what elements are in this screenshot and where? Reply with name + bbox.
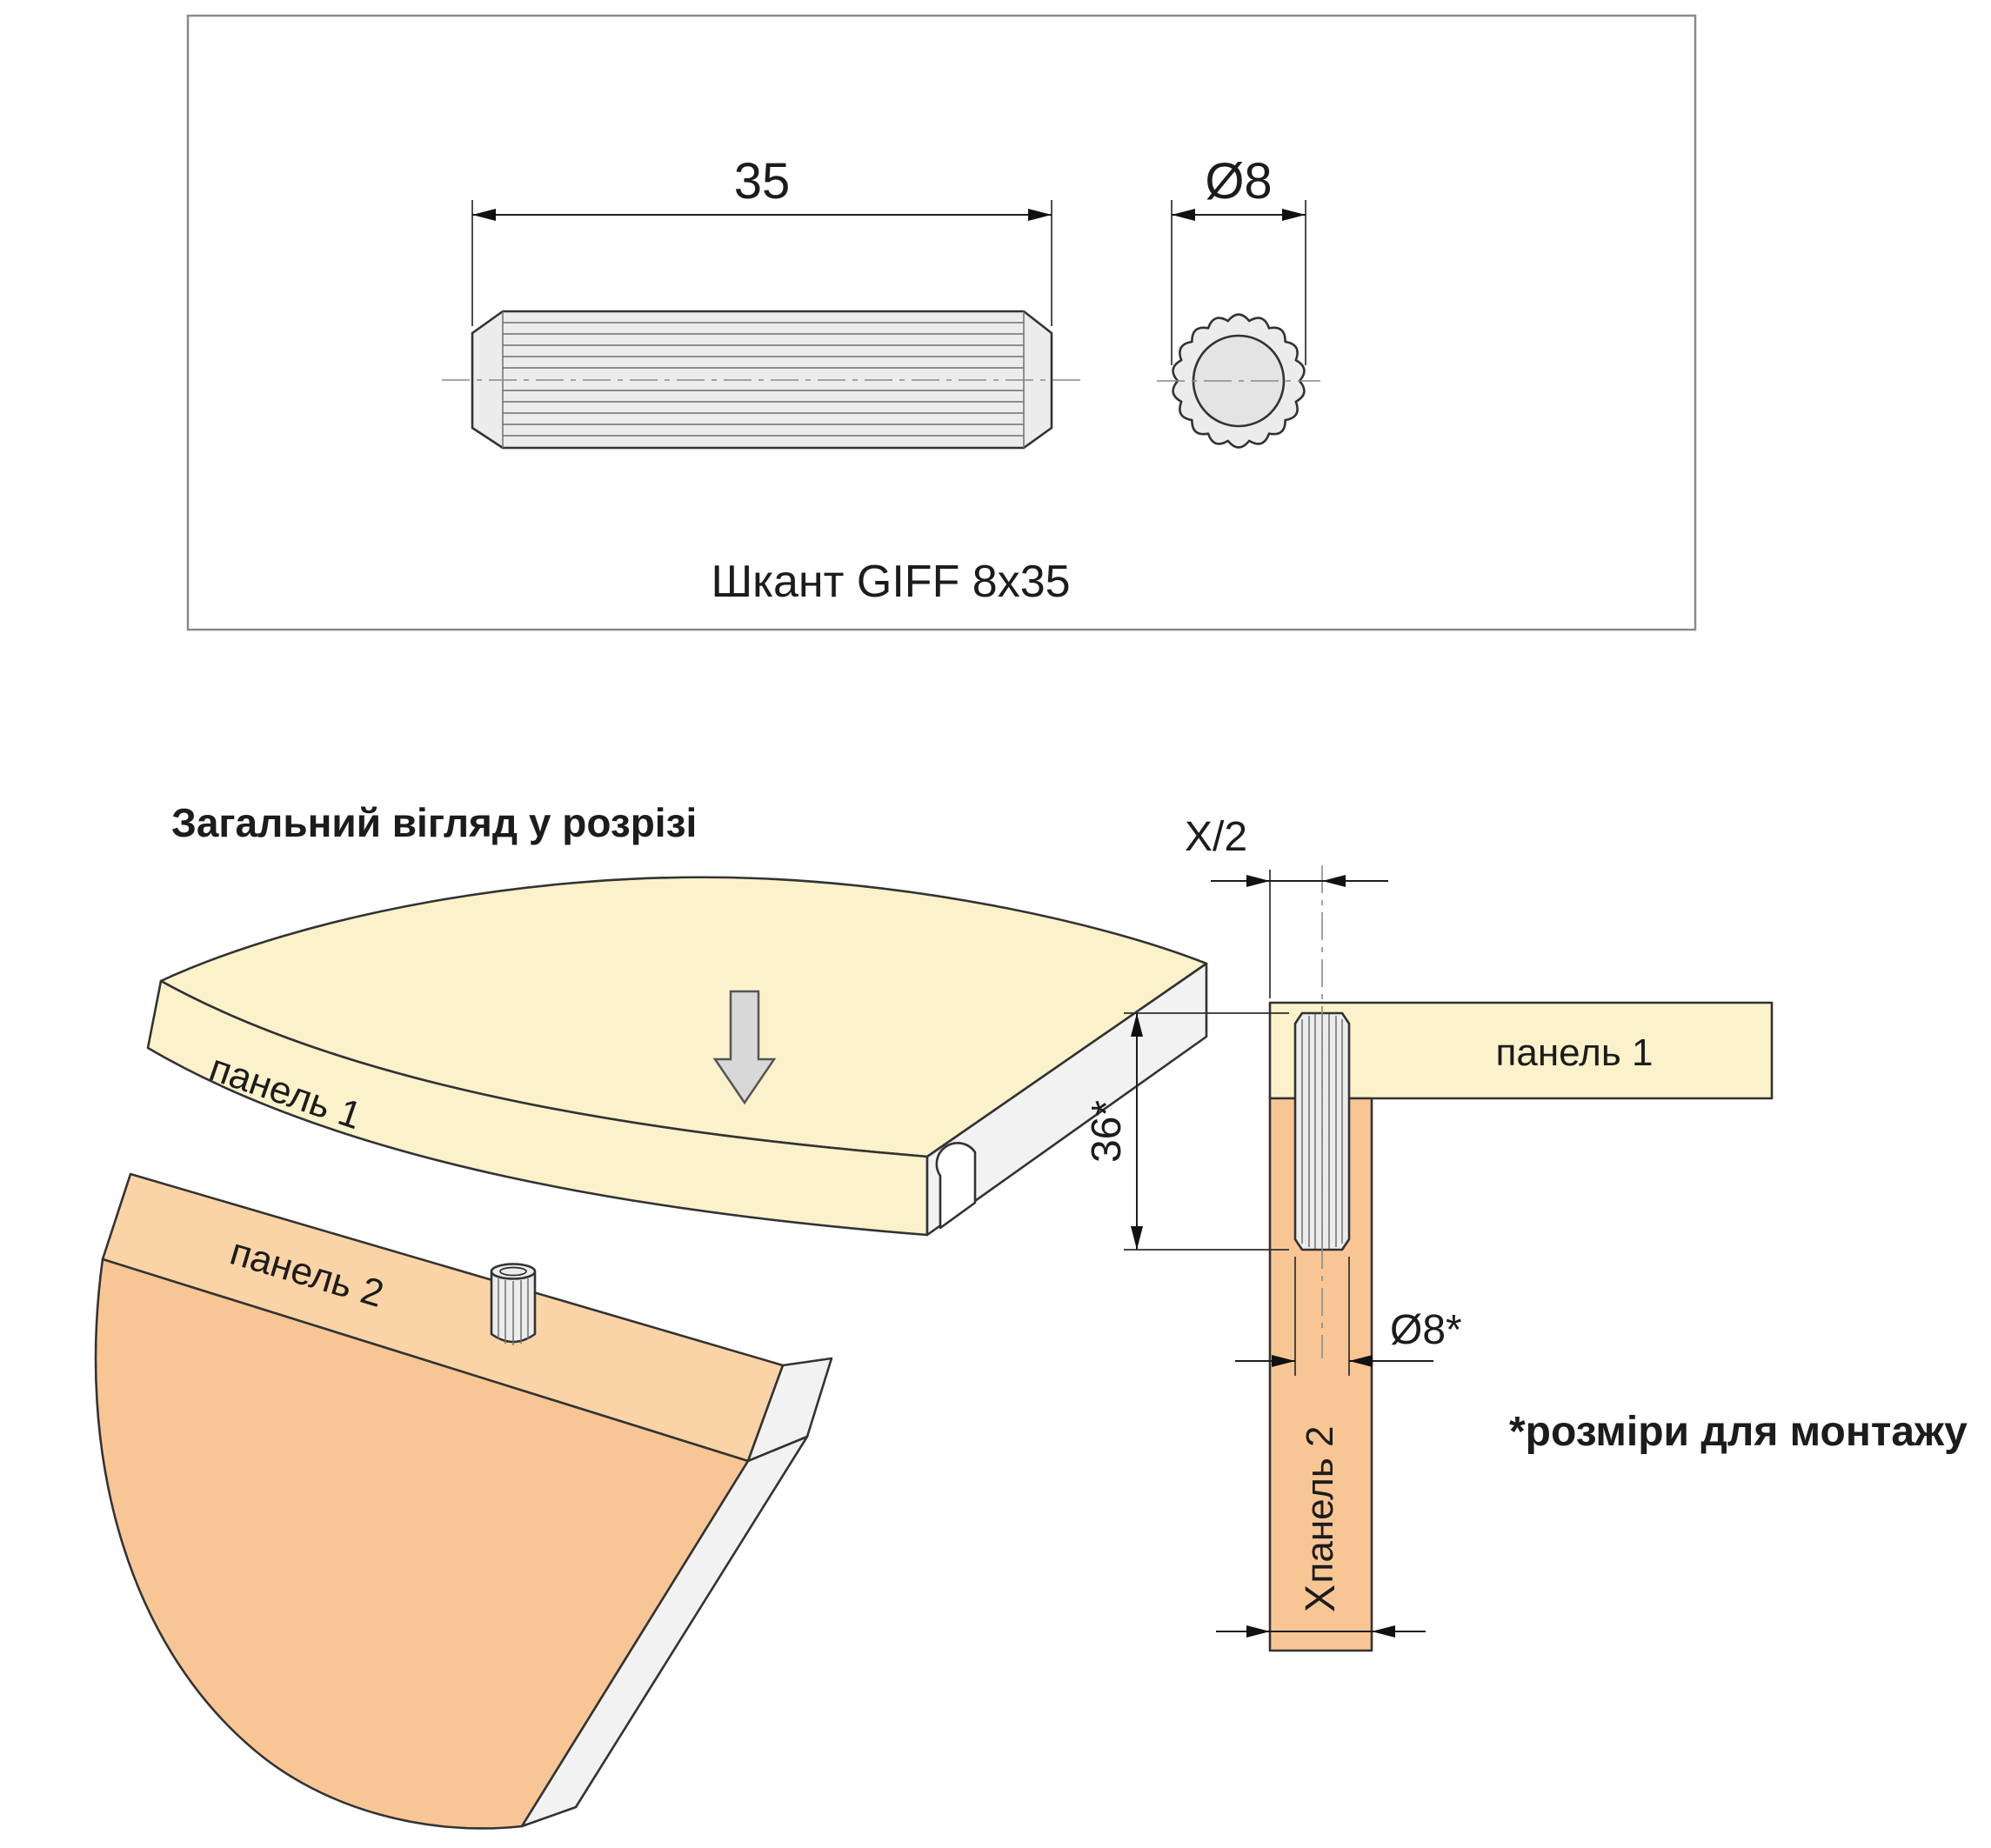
- dowel-end-view: Ø8: [1157, 153, 1320, 449]
- iso-panel-2: панель 2: [94, 1172, 833, 1830]
- dim-width: X: [1216, 1584, 1426, 1638]
- mounting-note: *розміри для монтажу: [1509, 1409, 1968, 1455]
- dim-half-x-text: X/2: [1185, 814, 1247, 860]
- assembly-arrow-icon: [712, 990, 777, 1105]
- panel1-dowel-notch: [935, 1142, 977, 1230]
- dim-half-x: X/2: [1185, 814, 1388, 998]
- iso-dowel: [490, 1263, 537, 1345]
- section-panel1: [1268, 1001, 1774, 1100]
- iso-view: Загальний вігляд у розрізі панель 1: [94, 800, 1208, 1830]
- iso-panel-1: панель 1: [146, 876, 1208, 1237]
- section-panel2-label: панель 2: [1299, 1426, 1341, 1584]
- diameter-dimension: Ø8: [1171, 153, 1306, 365]
- length-dimension: 35: [471, 153, 1052, 326]
- dim-depth: 36*: [1084, 1012, 1289, 1251]
- iso-view-title: Загальний вігляд у розрізі: [171, 800, 697, 845]
- dim-width-text: X: [1298, 1584, 1344, 1612]
- diameter-dim-text: Ø8: [1205, 153, 1272, 210]
- dim-diameter: Ø8*: [1235, 1257, 1462, 1376]
- iso-dowel-flutes: [498, 1278, 529, 1345]
- dim-depth-text: 36*: [1084, 1100, 1130, 1163]
- part-caption: Шкант GIFF 8x35: [711, 557, 1070, 607]
- iso-dowel-chamfer: [499, 1266, 527, 1277]
- dowel-side-view: 35: [442, 153, 1083, 450]
- panel2-front-face: [94, 1258, 750, 1830]
- dowel-spec-panel: 35 Ø8 Шкант GIFF 8x35: [186, 14, 1697, 631]
- dim-diameter-text: Ø8*: [1390, 1307, 1462, 1353]
- iso-dowel-cap: [490, 1263, 537, 1280]
- panel2-cut-face-side: [520, 1435, 809, 1828]
- section-view: панель 1 панель 2 X/2: [1084, 814, 1968, 1652]
- length-dim-text: 35: [734, 153, 791, 210]
- section-panel1-label: панель 1: [1496, 1031, 1654, 1074]
